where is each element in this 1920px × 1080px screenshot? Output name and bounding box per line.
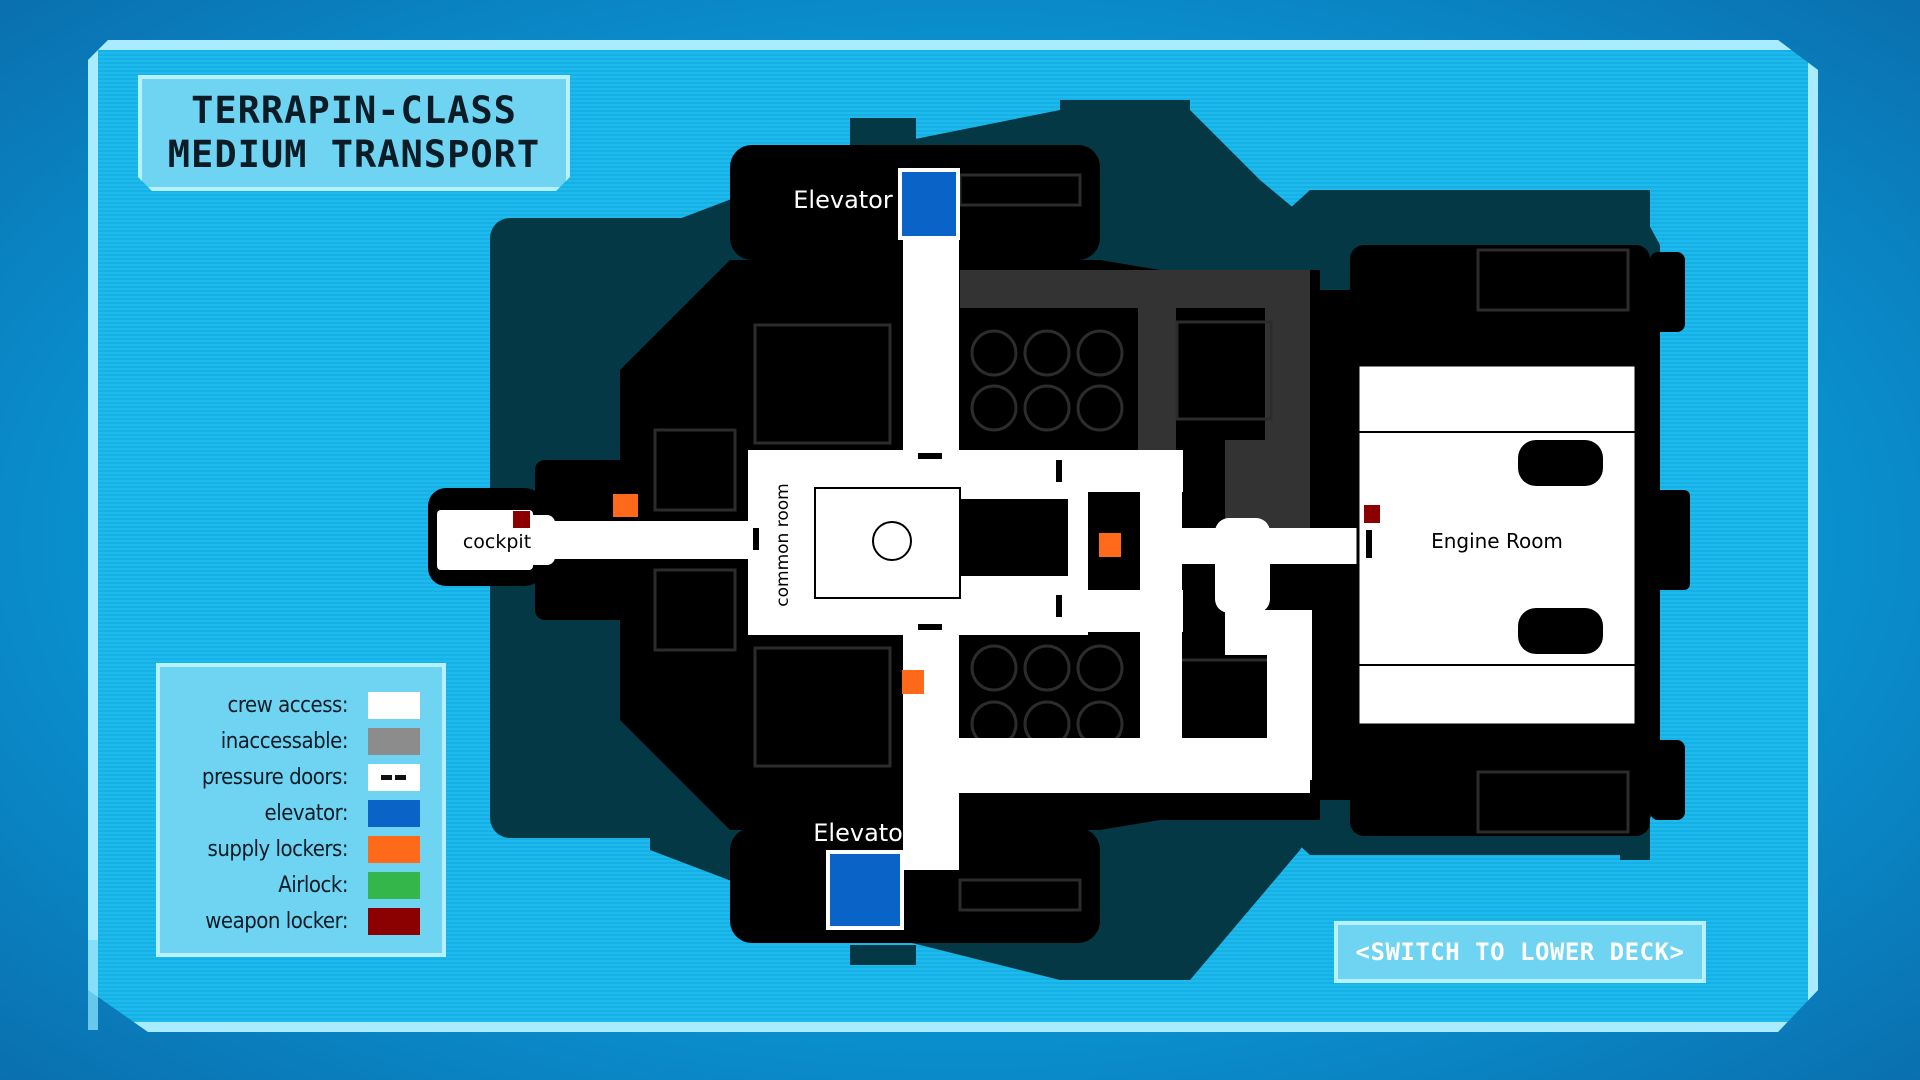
supply-lockers (613, 494, 1121, 694)
legend-label: crew access: (227, 692, 348, 718)
engine-room-label: Engine Room (1431, 529, 1563, 553)
switch-to-lower-deck-button[interactable]: <SWITCH TO LOWER DECK> (1334, 921, 1706, 983)
elevator-top[interactable] (898, 168, 960, 240)
legend-item-elevator: elevator: (160, 795, 420, 831)
ship-type-title: MEDIUM TRANSPORT (167, 133, 541, 176)
legend-item-weapon-locker: weapon locker: (160, 903, 420, 939)
pressure-doors (753, 453, 1372, 630)
legend-item-airlock: Airlock: (160, 867, 420, 903)
legend-swatch-pressure-doors (368, 763, 420, 791)
engine-room (1356, 363, 1638, 727)
legend-label: pressure doors: (201, 764, 349, 790)
cockpit-label: cockpit (463, 531, 531, 553)
ship-class-title: TERRAPIN-CLASS (191, 89, 517, 132)
elevator-top-label: Elevator (793, 186, 893, 214)
map-legend: crew access: inaccessable: pressure door… (156, 663, 446, 957)
ship-title-panel: TERRAPIN-CLASS MEDIUM TRANSPORT (138, 75, 570, 191)
legend-item-inaccessible: inaccessable: (160, 723, 420, 759)
legend-item-crew-access: crew access: (160, 687, 420, 723)
legend-label: Airlock: (278, 872, 348, 898)
legend-label: supply lockers: (207, 836, 349, 862)
legend-item-pressure-doors: pressure doors: (160, 759, 420, 795)
legend-swatch-elevator (368, 799, 420, 827)
legend-item-supply-lockers: supply lockers: (160, 831, 420, 867)
common-room-furniture (814, 487, 1068, 599)
legend-label: inaccessable: (220, 728, 349, 754)
legend-label: elevator: (264, 800, 349, 826)
legend-label: weapon locker: (205, 908, 348, 934)
cockpit-area (437, 510, 533, 570)
frame-accent (88, 940, 148, 1030)
elevator-bottom-label: Elevator (813, 819, 913, 847)
common-room-label: common room (773, 483, 793, 606)
elevator-bottom[interactable] (826, 850, 904, 930)
legend-swatch-supply-lockers (368, 835, 420, 863)
legend-swatch-crew-access (368, 691, 420, 719)
weapon-lockers (513, 505, 1380, 528)
legend-swatch-inaccessible (368, 727, 420, 755)
legend-swatch-airlock (368, 871, 420, 899)
legend-swatch-weapon-locker (368, 907, 420, 935)
